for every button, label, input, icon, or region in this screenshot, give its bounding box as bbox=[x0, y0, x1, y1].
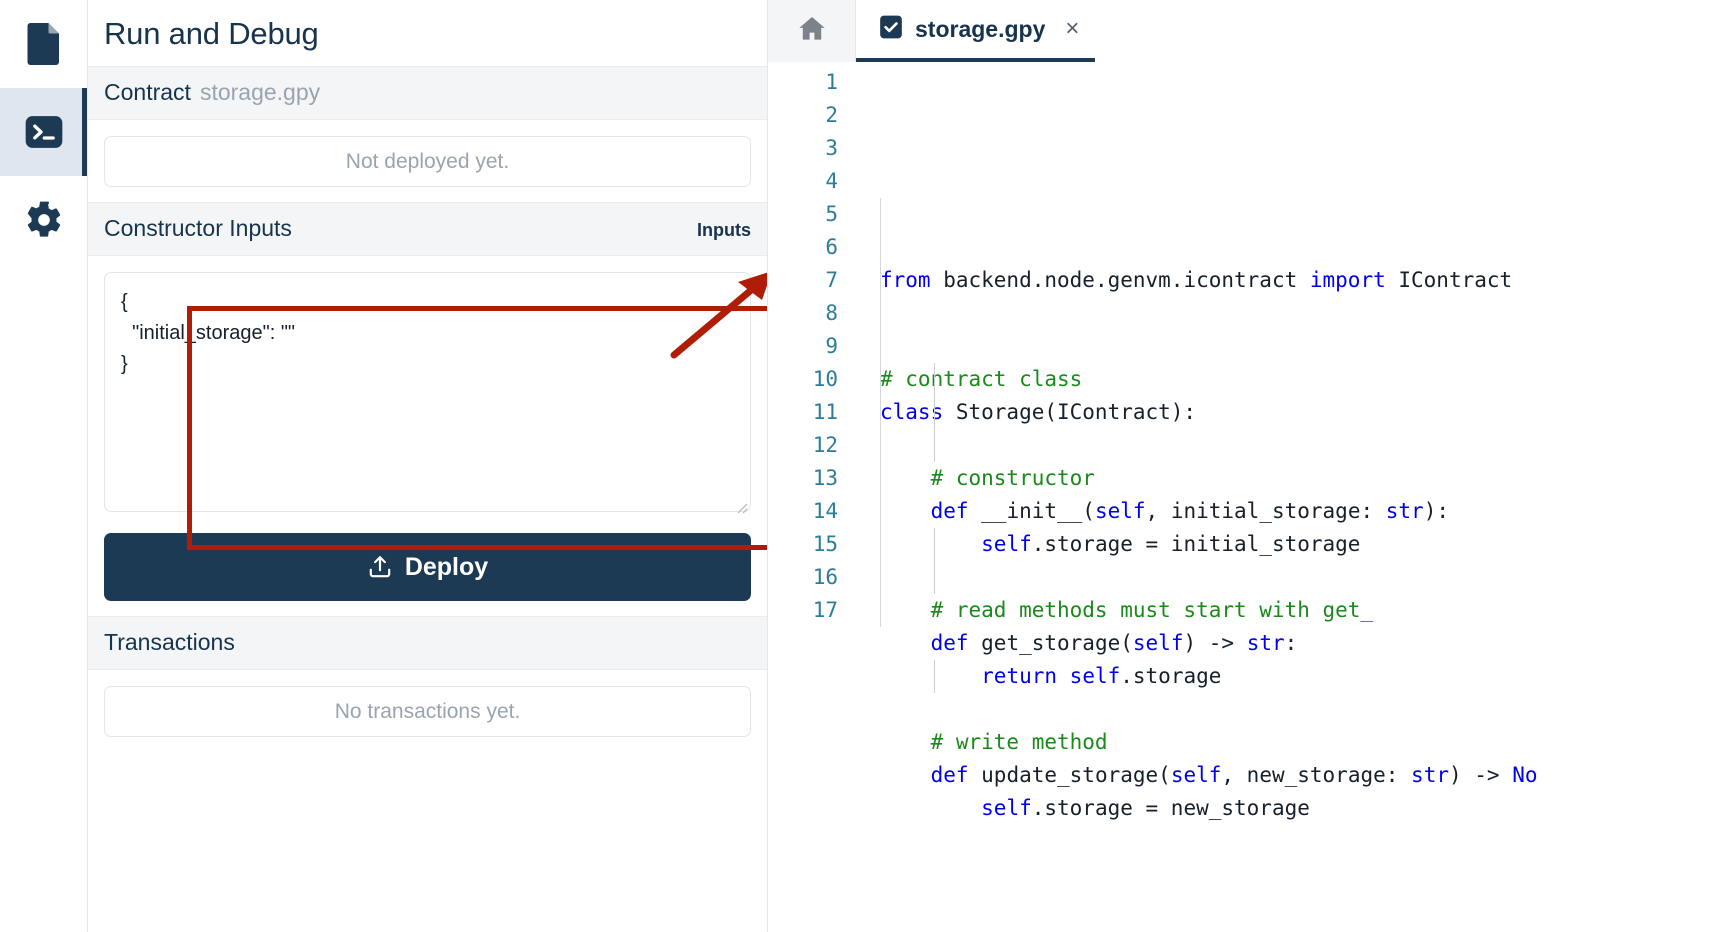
deploy-status: Not deployed yet. bbox=[104, 136, 751, 187]
code-line: self.storage = initial_storage bbox=[981, 532, 1361, 556]
line-number: 14 bbox=[812, 499, 838, 523]
line-number: 17 bbox=[812, 598, 838, 622]
constructor-inputs-header: Constructor Inputs Inputs bbox=[88, 202, 767, 256]
code-line: # constructor bbox=[880, 466, 1095, 490]
line-number: 1 bbox=[825, 70, 838, 94]
code-line bbox=[880, 561, 1714, 594]
indent-guide bbox=[880, 198, 881, 627]
run-and-debug-panel: Run and Debug Contract storage.gpy Not d… bbox=[88, 0, 768, 932]
line-number: 2 bbox=[825, 103, 838, 127]
file-check-icon bbox=[878, 14, 904, 45]
constructor-inputs-json-input[interactable] bbox=[104, 272, 751, 512]
inputs-toggle-label[interactable]: Inputs bbox=[697, 220, 751, 240]
line-number: 6 bbox=[825, 235, 838, 259]
page-title: Run and Debug bbox=[104, 16, 319, 51]
transactions-empty-message: No transactions yet. bbox=[104, 686, 751, 737]
line-number: 3 bbox=[825, 136, 838, 160]
code-line: # contract class bbox=[880, 367, 1083, 391]
tab-label: storage.gpy bbox=[915, 15, 1046, 42]
code-line: from backend.node.genvm.icontract import… bbox=[880, 268, 1513, 292]
code-line bbox=[880, 297, 1714, 330]
code-line bbox=[880, 330, 1714, 363]
line-number: 13 bbox=[812, 466, 838, 490]
code-content[interactable]: from backend.node.genvm.icontract import… bbox=[854, 66, 1714, 932]
code-line: self.storage = new_storage bbox=[981, 796, 1310, 820]
tabbar-filler bbox=[1095, 0, 1714, 62]
transactions-header: Transactions bbox=[88, 616, 767, 670]
code-line: def update_storage(self, new_storage: st… bbox=[930, 763, 1538, 787]
home-tab[interactable] bbox=[768, 0, 856, 62]
upload-icon bbox=[367, 554, 393, 580]
home-icon bbox=[796, 13, 828, 50]
line-number: 10 bbox=[812, 367, 838, 391]
activity-bar bbox=[0, 0, 88, 932]
code-line bbox=[880, 429, 1714, 462]
line-number: 8 bbox=[825, 301, 838, 325]
tab-storage-gpy[interactable]: storage.gpy × bbox=[856, 0, 1096, 62]
terminal-icon bbox=[24, 112, 64, 152]
line-number: 4 bbox=[825, 169, 838, 193]
indent-guide bbox=[934, 660, 935, 693]
indent-guide bbox=[934, 363, 935, 462]
deploy-button-label: Deploy bbox=[404, 552, 489, 581]
code-line: def __init__(self, initial_storage: str)… bbox=[930, 499, 1449, 523]
line-number: 16 bbox=[812, 565, 838, 589]
line-number: 11 bbox=[812, 400, 838, 424]
line-number: 5 bbox=[825, 202, 838, 226]
file-icon bbox=[26, 22, 62, 66]
line-number: 7 bbox=[825, 268, 838, 292]
sidebar-item-run-and-debug[interactable] bbox=[0, 88, 87, 176]
line-number: 9 bbox=[825, 334, 838, 358]
close-icon[interactable]: × bbox=[1065, 15, 1080, 42]
code-line: # read methods must start with get_ bbox=[880, 598, 1374, 622]
contract-section-header: Contract storage.gpy bbox=[88, 66, 767, 120]
code-line: # write method bbox=[880, 730, 1108, 754]
editor-tabbar: storage.gpy × bbox=[768, 0, 1714, 62]
indent-guide bbox=[934, 528, 935, 594]
line-number: 15 bbox=[812, 532, 838, 556]
deploy-button[interactable]: Deploy bbox=[104, 533, 751, 601]
code-line bbox=[880, 693, 1714, 726]
sidebar-item-file-explorer[interactable] bbox=[0, 0, 87, 88]
code-line: return self.storage bbox=[981, 664, 1222, 688]
gear-icon bbox=[24, 200, 64, 240]
contract-filename: storage.gpy bbox=[199, 79, 321, 105]
sidebar-item-settings[interactable] bbox=[0, 176, 87, 264]
code-line: class Storage(IContract): bbox=[880, 400, 1197, 424]
contract-label: Contract bbox=[104, 79, 191, 105]
line-number: 12 bbox=[812, 433, 838, 457]
constructor-inputs-wrapper bbox=[104, 272, 751, 517]
code-line: def get_storage(self) -> str: bbox=[930, 631, 1298, 655]
constructor-inputs-label: Constructor Inputs bbox=[104, 215, 292, 241]
transactions-label: Transactions bbox=[104, 629, 235, 655]
